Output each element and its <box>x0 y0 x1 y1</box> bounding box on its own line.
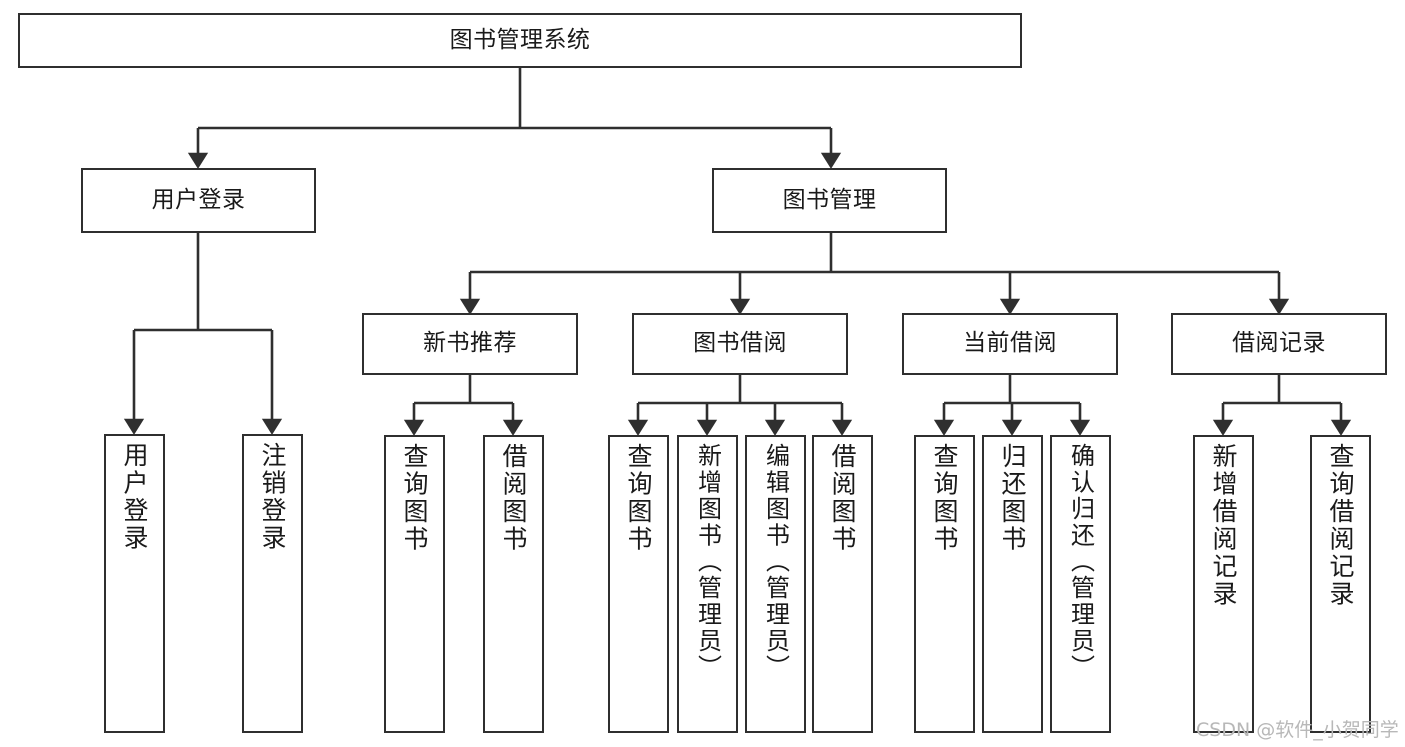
node-label: 图书管理 <box>782 186 877 213</box>
node-borrow-records[interactable]: 借阅记录 <box>1171 313 1387 375</box>
leaf-user-login-logout[interactable]: 注销登录 <box>242 434 303 733</box>
node-user-login[interactable]: 用户登录 <box>81 168 316 233</box>
node-label: 注销登录 <box>258 442 287 552</box>
node-label: 借阅图书 <box>499 443 528 553</box>
leaf-book-borrow-query-books[interactable]: 查询图书 <box>608 435 669 733</box>
leaf-book-borrow-edit-book-admin[interactable]: 编辑图书（管理员） <box>745 435 806 733</box>
node-label: 查询借阅记录 <box>1326 443 1355 608</box>
leaf-user-login-login[interactable]: 用户登录 <box>104 434 165 733</box>
leaf-new-book-borrow-books[interactable]: 借阅图书 <box>483 435 544 733</box>
node-book-management[interactable]: 图书管理 <box>712 168 947 233</box>
node-label: 借阅图书 <box>828 443 857 553</box>
node-label: 确认归还（管理员） <box>1066 443 1095 681</box>
node-label: 当前借阅 <box>963 330 1057 357</box>
leaf-borrow-records-add-record[interactable]: 新增借阅记录 <box>1193 435 1254 733</box>
node-label: 归还图书 <box>998 443 1027 553</box>
leaf-current-borrow-confirm-return-admin[interactable]: 确认归还（管理员） <box>1050 435 1111 733</box>
node-label: 新增图书（管理员） <box>693 443 722 681</box>
leaf-book-borrow-borrow-books[interactable]: 借阅图书 <box>812 435 873 733</box>
leaf-current-borrow-return-books[interactable]: 归还图书 <box>982 435 1043 733</box>
node-root-book-management-system[interactable]: 图书管理系统 <box>18 13 1022 68</box>
node-label: 用户登录 <box>120 442 149 552</box>
node-new-book-recommend[interactable]: 新书推荐 <box>362 313 578 375</box>
node-book-borrow[interactable]: 图书借阅 <box>632 313 848 375</box>
leaf-new-book-query-books[interactable]: 查询图书 <box>384 435 445 733</box>
node-label: 新增借阅记录 <box>1209 443 1238 608</box>
node-label: 图书借阅 <box>693 330 787 357</box>
node-label: 查询图书 <box>624 443 653 553</box>
node-label: 用户登录 <box>151 186 246 213</box>
node-label: 新书推荐 <box>423 330 517 357</box>
leaf-current-borrow-query-books[interactable]: 查询图书 <box>914 435 975 733</box>
node-label: 查询图书 <box>400 443 429 553</box>
node-label: 借阅记录 <box>1232 330 1326 357</box>
node-label: 查询图书 <box>930 443 959 553</box>
node-label: 图书管理系统 <box>449 26 591 53</box>
leaf-book-borrow-add-book-admin[interactable]: 新增图书（管理员） <box>677 435 738 733</box>
node-label: 编辑图书（管理员） <box>761 443 790 681</box>
node-current-borrow[interactable]: 当前借阅 <box>902 313 1118 375</box>
leaf-borrow-records-query-record[interactable]: 查询借阅记录 <box>1310 435 1371 733</box>
